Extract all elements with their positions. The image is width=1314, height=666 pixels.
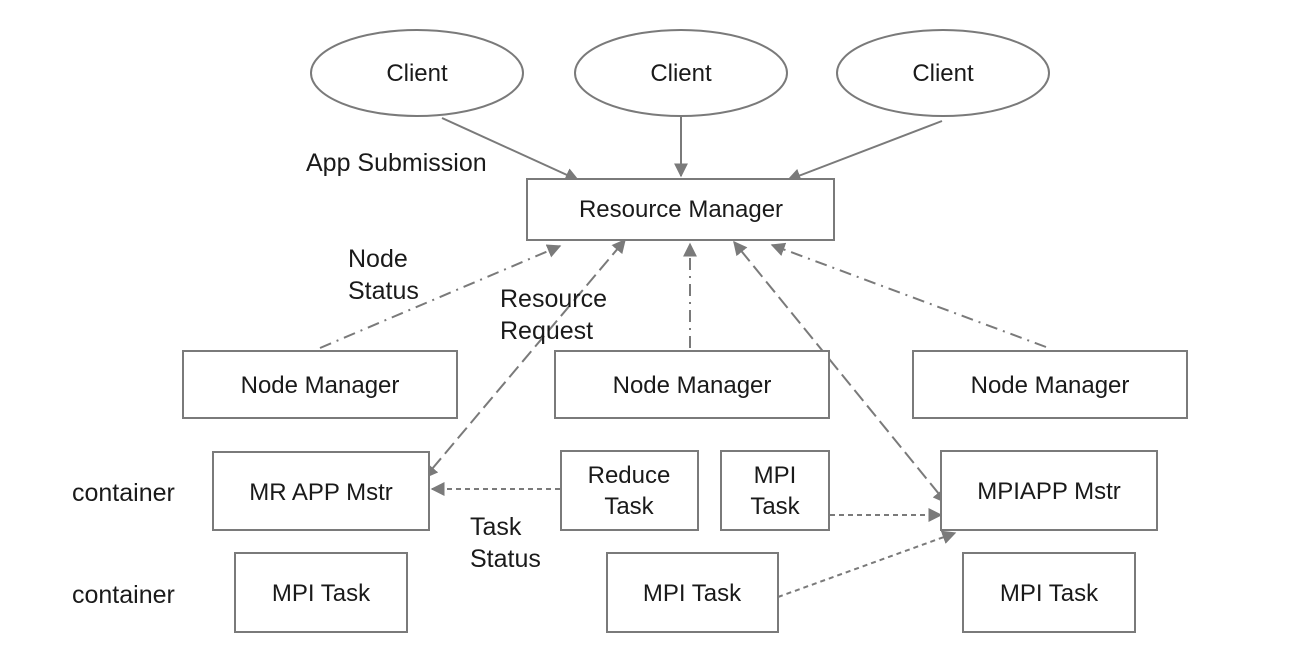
mpi-task-row-2-b-label: MPI Task bbox=[643, 580, 742, 607]
mpi-task-row-2-c-label: MPI Task bbox=[1000, 580, 1099, 607]
mpi-task-row-2-b: MPI Task bbox=[606, 552, 779, 633]
client-1-to-rm-arrow bbox=[441, 117, 580, 182]
client-2-label: Client bbox=[650, 60, 712, 87]
container-row-2-label: container bbox=[72, 581, 175, 609]
resource-manager: Resource Manager bbox=[526, 178, 835, 241]
nm-3-status-arrow bbox=[770, 242, 1047, 348]
node-manager-2: Node Manager bbox=[554, 350, 830, 419]
client-1: Client bbox=[310, 29, 524, 117]
node-status-label-line-1: Node bbox=[348, 245, 408, 273]
mr-app-master: MR APP Mstr bbox=[212, 451, 430, 531]
node-status-edges bbox=[319, 242, 1047, 349]
reduce-task-label-line-2: Task bbox=[604, 493, 654, 520]
client-3-to-rm-arrow bbox=[786, 120, 943, 183]
node-manager-1: Node Manager bbox=[182, 350, 458, 419]
mpi-task-2-to-mpi-master-arrow bbox=[777, 530, 957, 598]
app-submission-edges bbox=[441, 116, 943, 183]
mpi-app-master: MPIAPP Mstr bbox=[940, 450, 1158, 531]
mpi-task-row-2-c: MPI Task bbox=[962, 552, 1136, 633]
mr-master-rm-arrow bbox=[423, 238, 626, 479]
container-row-1-label: container bbox=[72, 479, 175, 507]
client-2: Client bbox=[574, 29, 788, 117]
mpi-task-row-1: MPI Task bbox=[720, 450, 830, 531]
client-3-label: Client bbox=[912, 60, 974, 87]
node-status-label-line-2: Status bbox=[348, 277, 419, 305]
node-manager-3: Node Manager bbox=[912, 350, 1188, 419]
task-status-label-line-1: Task bbox=[470, 513, 522, 541]
node-manager-2-label: Node Manager bbox=[613, 372, 772, 399]
client-1-label: Client bbox=[386, 60, 448, 87]
mpi-app-master-label: MPIAPP Mstr bbox=[977, 478, 1121, 505]
mpi-task-row-2-a-label: MPI Task bbox=[272, 580, 371, 607]
reduce-task-label-line-1: Reduce bbox=[588, 462, 671, 489]
task-status-edges bbox=[430, 482, 957, 598]
mpi-task-row-1-label-line-1: MPI bbox=[754, 462, 797, 489]
node-manager-3-label: Node Manager bbox=[971, 372, 1130, 399]
resource-request-edges bbox=[423, 238, 947, 504]
client-3: Client bbox=[836, 29, 1050, 117]
mpi-task-row-2-a: MPI Task bbox=[234, 552, 408, 633]
mpi-master-rm-arrow bbox=[733, 240, 947, 504]
resource-request-label-line-2: Request bbox=[500, 317, 593, 345]
mpi-task-row-1-label-line-2: Task bbox=[750, 493, 800, 520]
reduce-task: Reduce Task bbox=[560, 450, 699, 531]
mr-app-master-label: MR APP Mstr bbox=[249, 479, 393, 506]
resource-request-label-line-1: Resource bbox=[500, 285, 607, 313]
node-manager-1-label: Node Manager bbox=[241, 372, 400, 399]
app-submission-label: App Submission bbox=[306, 149, 487, 177]
task-status-label-line-2: Status bbox=[470, 545, 541, 573]
resource-manager-label: Resource Manager bbox=[579, 196, 783, 223]
